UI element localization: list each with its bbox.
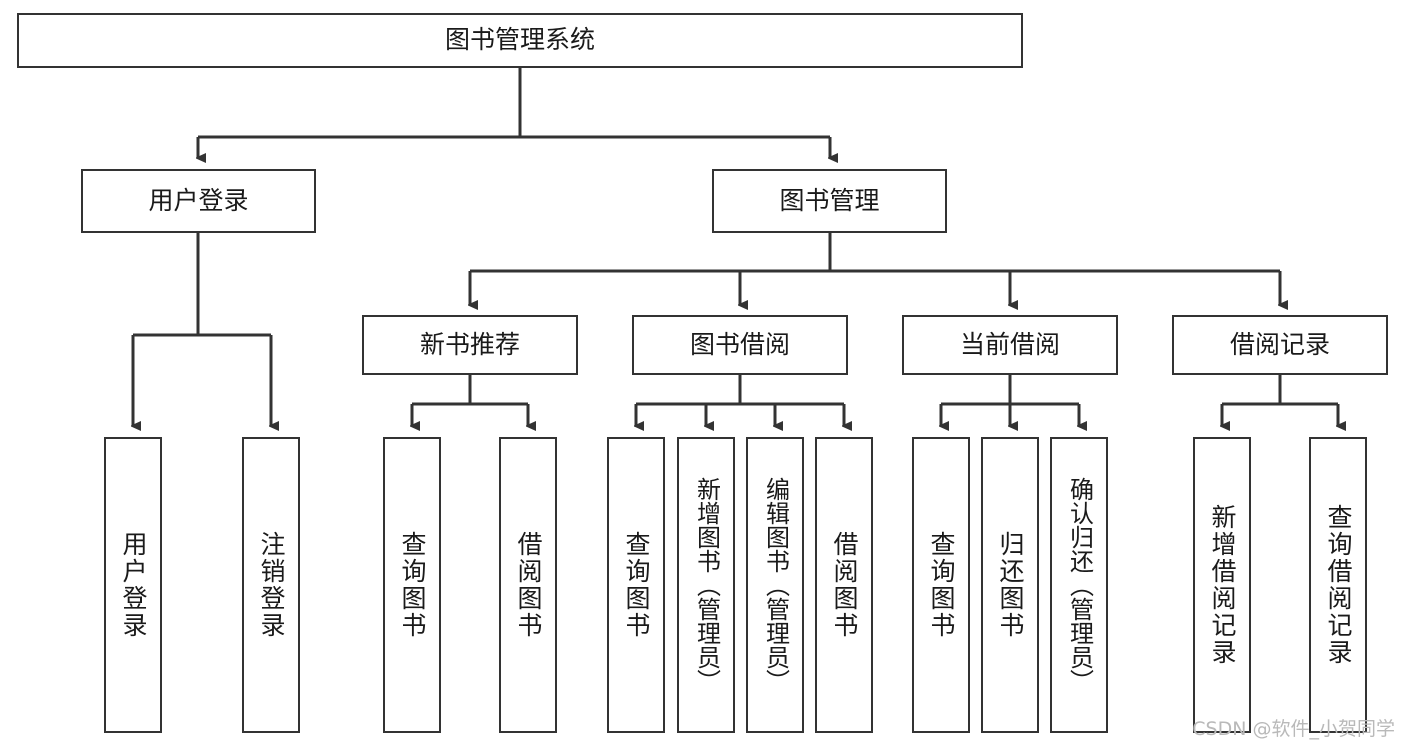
node-label: 查询图书: [927, 531, 956, 639]
leaf-user-login[interactable]: 用户登录: [104, 437, 162, 733]
node-label: 借阅图书: [830, 531, 859, 639]
node-label: 查询图书: [622, 531, 651, 639]
node-label: 借阅图书: [514, 531, 543, 639]
leaf-bb-edit-book-admin[interactable]: 编辑图书（管理员）: [746, 437, 804, 733]
node-label: 查询借阅记录: [1324, 504, 1353, 666]
node-root-book-management-system[interactable]: 图书管理系统: [17, 13, 1023, 68]
leaf-nb-query-book[interactable]: 查询图书: [383, 437, 441, 733]
node-user-login[interactable]: 用户登录: [81, 169, 316, 233]
leaf-bb-query-book[interactable]: 查询图书: [607, 437, 665, 733]
leaf-bb-add-book-admin[interactable]: 新增图书（管理员）: [677, 437, 735, 733]
node-label: 借阅记录: [1229, 329, 1330, 359]
watermark-text: CSDN @软件_小贺同学: [1192, 718, 1395, 740]
node-label: 用户登录: [148, 185, 249, 215]
leaf-logout-login[interactable]: 注销登录: [242, 437, 300, 733]
leaf-cb-query-book[interactable]: 查询图书: [912, 437, 970, 733]
leaf-cb-confirm-return-admin[interactable]: 确认归还（管理员）: [1050, 437, 1108, 733]
node-label: 编辑图书（管理员）: [761, 477, 790, 693]
leaf-bb-borrow-book[interactable]: 借阅图书: [815, 437, 873, 733]
node-label: 查询图书: [398, 531, 427, 639]
node-label: 注销登录: [257, 531, 286, 639]
node-new-book-recommend[interactable]: 新书推荐: [362, 315, 578, 375]
node-label: 新增图书（管理员）: [692, 477, 721, 693]
leaf-br-query-record[interactable]: 查询借阅记录: [1309, 437, 1367, 733]
node-label: 归还图书: [996, 531, 1025, 639]
node-borrow-record[interactable]: 借阅记录: [1172, 315, 1388, 375]
node-label: 用户登录: [119, 531, 148, 639]
leaf-br-add-record[interactable]: 新增借阅记录: [1193, 437, 1251, 733]
leaf-cb-return-book[interactable]: 归还图书: [981, 437, 1039, 733]
node-book-management[interactable]: 图书管理: [712, 169, 947, 233]
node-label: 图书管理系统: [444, 25, 595, 55]
node-label: 当前借阅: [959, 329, 1060, 359]
node-label: 图书管理: [779, 185, 880, 215]
node-label: 图书借阅: [689, 329, 790, 359]
node-current-borrow[interactable]: 当前借阅: [902, 315, 1118, 375]
node-book-borrow[interactable]: 图书借阅: [632, 315, 848, 375]
node-label: 确认归还（管理员）: [1065, 477, 1094, 693]
leaf-nb-borrow-book[interactable]: 借阅图书: [499, 437, 557, 733]
node-label: 新增借阅记录: [1208, 504, 1237, 666]
node-label: 新书推荐: [419, 329, 520, 359]
